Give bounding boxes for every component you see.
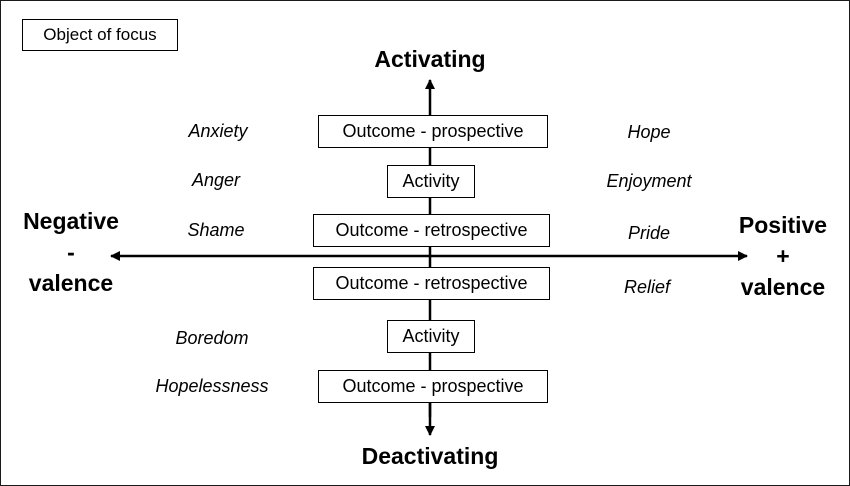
emotion-hopelessness: Hopelessness — [155, 376, 269, 396]
activating-label: Activating — [374, 46, 486, 72]
positive-valence-label: Positive + valence — [727, 210, 839, 303]
emotion-pride: Pride — [627, 223, 671, 243]
focus-box-outcome-prospective-bottom: Outcome - prospective — [318, 370, 548, 403]
positive-valence-line3: valence — [740, 274, 826, 300]
focus-box-outcome-prospective-top: Outcome - prospective — [318, 115, 548, 148]
focus-box-activity-bottom: Activity — [387, 320, 475, 353]
emotion-anger: Anger — [191, 170, 241, 190]
positive-valence-line1: Positive — [738, 212, 828, 238]
focus-box-outcome-retrospective-top: Outcome - retrospective — [313, 214, 550, 247]
emotion-enjoyment: Enjoyment — [606, 171, 692, 191]
emotion-shame: Shame — [187, 220, 245, 240]
object-of-focus-legend: Object of focus — [22, 19, 178, 51]
emotion-hope: Hope — [627, 122, 671, 142]
emotion-boredom: Boredom — [175, 328, 249, 348]
positive-valence-line2: + — [776, 243, 790, 269]
emotion-anxiety: Anxiety — [188, 121, 248, 141]
deactivating-label: Deactivating — [361, 443, 499, 469]
negative-valence-label: Negative - valence — [9, 206, 133, 299]
negative-valence-line1: Negative — [23, 208, 119, 234]
negative-valence-line2: - — [67, 239, 75, 265]
focus-box-activity-top: Activity — [387, 165, 475, 198]
focus-box-outcome-retrospective-bottom: Outcome - retrospective — [313, 267, 550, 300]
negative-valence-line3: valence — [28, 270, 114, 296]
emotion-relief: Relief — [623, 277, 671, 297]
